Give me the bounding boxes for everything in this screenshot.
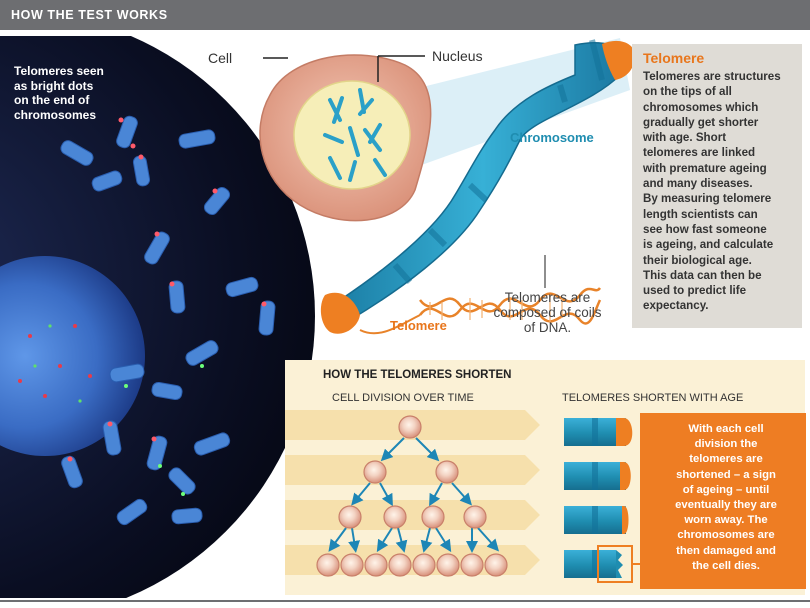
note-line: division the	[694, 438, 758, 451]
header-title: HOW THE TEST WORKS	[11, 8, 168, 22]
shorten-note-box	[640, 413, 806, 589]
dna-caption-line: Telomeres are	[504, 290, 591, 305]
note-line: telomeres are	[689, 453, 763, 466]
caption-line: as bright dots	[14, 78, 94, 93]
info-line: with premature ageing	[643, 161, 767, 175]
division-label: CELL DIVISION OVER TIME	[332, 392, 474, 404]
dna-caption: Telomeres are composed of coils of DNA.	[485, 290, 610, 335]
note-line: eventually they are	[675, 499, 777, 512]
info-line: used to predict life	[643, 284, 747, 298]
info-title: Telomere	[643, 50, 705, 66]
info-line: Telomeres are structures	[643, 70, 781, 83]
dna-caption-line: of DNA.	[523, 320, 572, 335]
info-line: By measuring telomere	[643, 192, 772, 206]
caption-line: chromosomes	[14, 107, 97, 122]
note-line: worn away. The	[684, 514, 768, 527]
cell-division-tree	[316, 415, 508, 577]
note-line: of ageing – until	[682, 483, 770, 496]
bottom-rule	[0, 600, 810, 602]
info-line: and many diseases.	[643, 177, 753, 191]
info-line: is ageing, and calculate	[643, 238, 774, 252]
info-line: gradually get shorter	[643, 115, 759, 129]
caption-line: Telomeres seen	[14, 64, 104, 78]
info-line: chromosomes which	[643, 100, 759, 114]
info-line: see how fast someone	[643, 222, 767, 236]
info-line: telomeres are linked	[643, 146, 756, 160]
shorten-note-text: With each cell division the telomeres ar…	[646, 422, 806, 574]
telomere-tip-bottom	[320, 292, 360, 334]
cell-illustration	[259, 38, 636, 335]
microscope-image	[0, 36, 315, 598]
zoom-beam	[370, 38, 630, 180]
info-line: This data can then be	[643, 268, 762, 282]
microscope-panel	[0, 36, 320, 598]
dna-caption-line: composed of coils	[493, 305, 602, 320]
cell-nucleus-glow	[0, 256, 145, 456]
dna-coil	[419, 287, 602, 325]
info-line: with age. Short	[643, 131, 727, 145]
shorten-title: HOW THE TELOMERES SHORTEN	[323, 369, 512, 381]
info-line: expectancy.	[643, 299, 709, 313]
note-line: shortened – a sign	[676, 468, 776, 481]
note-line: the cell dies.	[692, 559, 760, 572]
note-line: then damaged and	[676, 544, 776, 557]
caption-line: on the end of	[14, 93, 90, 107]
microscope-caption: Telomeres seen as bright dots on the end…	[14, 64, 104, 122]
info-text: Telomeres are structures on the tips of …	[643, 69, 801, 314]
note-line: chromosomes are	[677, 529, 775, 542]
note-line: With each cell	[688, 423, 764, 435]
info-line: their biological age.	[643, 253, 752, 267]
telomere-info-box	[632, 44, 802, 328]
age-label: TELOMERES SHORTEN WITH AGE	[562, 392, 744, 404]
shortening-chromosomes	[564, 418, 640, 583]
header-bar	[0, 0, 810, 30]
nucleus-label: Nucleus	[432, 48, 483, 64]
cell-label: Cell	[208, 50, 233, 66]
telomere-tip-label: Telomere	[390, 318, 447, 333]
info-line: on the tips of all	[643, 85, 732, 99]
chromosome-shape	[339, 42, 627, 322]
telomere-tip-top	[602, 40, 636, 80]
chromosome-label: Chromosome	[510, 130, 594, 145]
info-line: length scientists can	[643, 207, 758, 221]
